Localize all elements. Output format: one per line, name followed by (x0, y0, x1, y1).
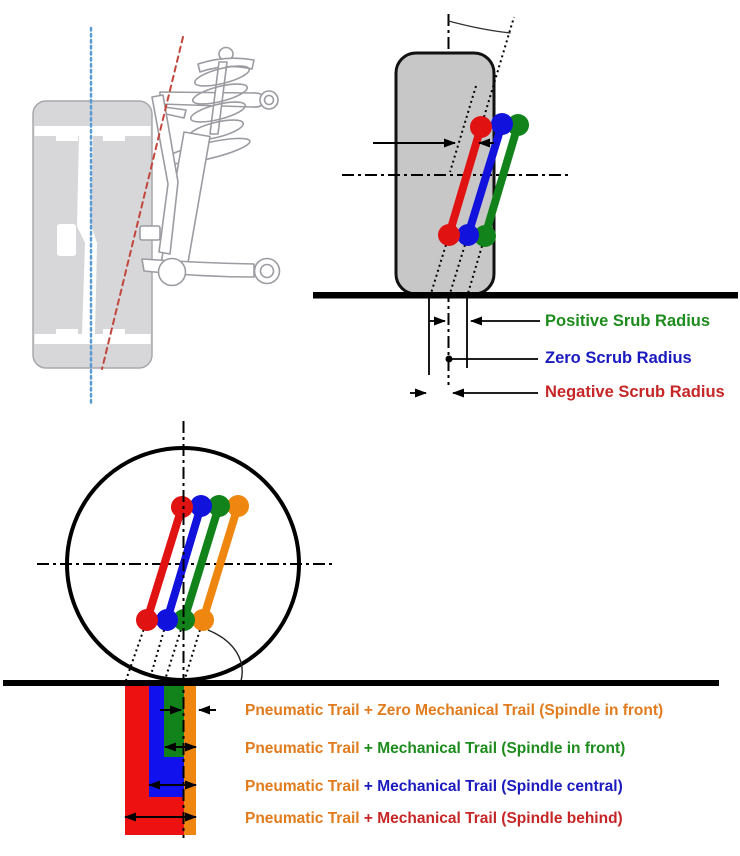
trail-label-part2: + Zero Mechanical Trail (Spindle in fron… (363, 702, 664, 719)
scrub-label-positive: Positive Srub Radius (545, 312, 711, 330)
kpi-angle-arc (448, 20, 511, 34)
trail-label-part1: Pneumatic Trail (245, 778, 364, 795)
ground-line-top (313, 292, 738, 299)
trail-label-part2: + Mechanical Trail (Spindle central) (363, 778, 623, 795)
scrub-label-zero: Zero Scrub Radius (545, 349, 692, 367)
steering-axis-green (173, 495, 230, 631)
upper-arm (159, 91, 266, 108)
leader-arc (207, 629, 243, 682)
zero-scrub-dimension (445, 355, 538, 363)
trail-label-zero-mech: Pneumatic Trail + Zero Mechanical Trail … (245, 702, 663, 720)
scrub-radius-diagram (313, 14, 738, 398)
trail-label-part1: Pneumatic Trail (245, 702, 364, 719)
steering-axis-red (136, 496, 193, 631)
trail-label-part2: + Mechanical Trail (Spindle behind) (363, 810, 623, 827)
suspension-line-art (32, 26, 281, 408)
piston-rod (209, 61, 228, 135)
ground-intercept-lines (428, 298, 468, 375)
knuckle (151, 94, 179, 255)
trail-diagram (3, 421, 719, 838)
steering-axis-blue (457, 113, 513, 246)
steering-axis-red (438, 116, 492, 246)
strut-arm-joint (157, 257, 187, 287)
trail-label-front: Pneumatic Trail + Mechanical Trail (Spin… (245, 740, 625, 758)
scrub-label-negative: Negative Scrub Radius (545, 383, 725, 401)
steering-axis-green (474, 114, 529, 247)
trail-bar-orange (184, 686, 196, 835)
rim-cutouts (34, 126, 151, 344)
kingpin-axis-red (101, 36, 184, 370)
trail-dimension-arrows (124, 705, 216, 822)
trail-label-part1: Pneumatic Trail (245, 740, 364, 757)
steering-axis-orange (192, 495, 249, 631)
hub-pocket (139, 225, 161, 241)
trail-label-behind: Pneumatic Trail + Mechanical Trail (Spin… (245, 810, 623, 828)
trail-bar-green (164, 686, 184, 757)
trail-label-part2: + Mechanical Trail (Spindle in front) (363, 740, 626, 757)
trail-label-part1: Pneumatic Trail (245, 810, 364, 827)
trail-label-central: Pneumatic Trail + Mechanical Trail (Spin… (245, 778, 623, 796)
strut-and-arms (139, 46, 281, 287)
ground-line-bottom (3, 680, 719, 686)
